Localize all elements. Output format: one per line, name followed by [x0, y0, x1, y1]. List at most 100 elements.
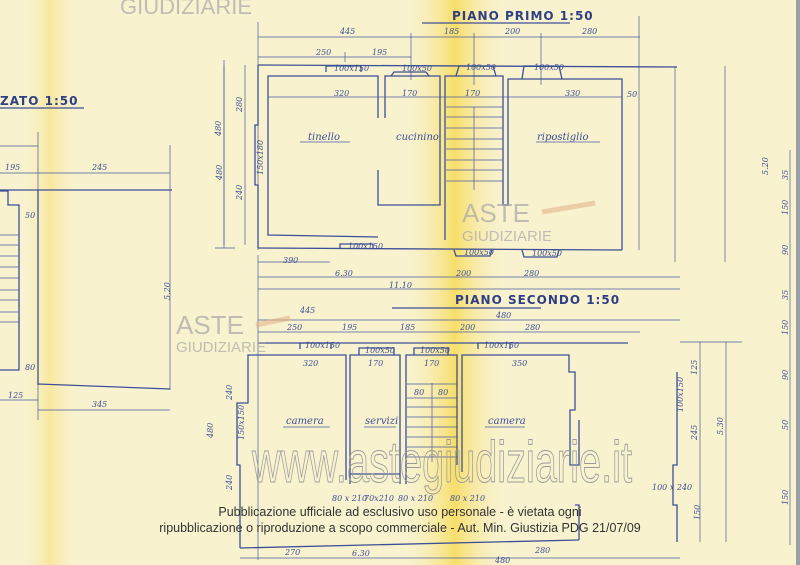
dim: 170: [368, 359, 383, 368]
aste-logo-watermark-1: ASTE GIUDIZIARIE: [462, 198, 596, 245]
dim: 195: [342, 323, 357, 332]
dim: 200: [504, 27, 520, 36]
dim: 240: [225, 475, 234, 491]
left-plan-title: ZATO 1:50: [0, 94, 78, 108]
dim: 35: [781, 290, 790, 300]
dim: 170: [402, 89, 417, 98]
window-label: 100x150: [484, 341, 519, 350]
dim: 345: [92, 400, 107, 409]
fold-band: [400, 0, 510, 565]
dim: 240: [225, 385, 234, 401]
dim: 280: [581, 27, 597, 36]
window-label: 100x150: [334, 64, 369, 73]
window-label: 100x50: [534, 63, 564, 72]
window-label: 100x50: [464, 248, 494, 257]
window-label: 150x180: [256, 140, 265, 175]
dim: 35: [781, 170, 790, 180]
left-partial-plan: ZATO 1:50 195 245 5.20 50 80 125 345 480: [0, 60, 235, 420]
dim: 245: [690, 425, 699, 441]
dim: 125: [8, 391, 23, 400]
dim: 320: [334, 89, 349, 98]
dim: 280: [235, 97, 244, 113]
dim: 80: [414, 388, 424, 397]
door-label: 80 x 210: [398, 494, 433, 503]
dim: 480: [215, 165, 224, 181]
dim: 6.30: [352, 549, 370, 558]
dim: 280: [523, 269, 539, 278]
sheet-edge: [796, 0, 800, 565]
second-floor-plan: PIANO SECONDO 1:50 445 480 250 195 185 2…: [206, 293, 742, 565]
dim: 150: [781, 200, 790, 215]
dim: 170: [465, 89, 480, 98]
dim: 445: [339, 27, 355, 36]
dim: 11.10: [389, 281, 412, 290]
dim: 80: [438, 388, 448, 397]
dim: 90: [781, 245, 790, 255]
svg-text:ASTE: ASTE: [176, 310, 244, 340]
window-label: 150x150: [237, 405, 246, 440]
window-label: 100x50: [402, 64, 432, 73]
dim: 5.20: [163, 282, 172, 300]
window-label: 100x150: [676, 377, 685, 412]
dim: 270: [284, 548, 300, 557]
dim: 250: [286, 323, 302, 332]
dim: 445: [299, 306, 315, 315]
dim: 170: [424, 359, 439, 368]
room-label-tinello: tinello: [308, 132, 340, 143]
dim: 5.30: [716, 417, 725, 435]
notice-line-2: ripubblicazione o riproduzione a scopo c…: [159, 521, 641, 535]
dim: 5.20: [761, 157, 770, 175]
dim: 50: [781, 420, 790, 430]
first-floor-plan: PIANO PRIMO 1:50 445 185 200 280 250 195…: [215, 9, 770, 560]
dim: 320: [303, 359, 318, 368]
dim: 150: [781, 320, 790, 335]
room-label-ripostiglio: ripostiglio: [537, 132, 589, 143]
window-label: 100x50: [466, 63, 496, 72]
dim: 195: [372, 48, 387, 57]
dim: 125: [690, 360, 699, 375]
dim: 350: [512, 359, 527, 368]
door-label: 70x210: [364, 494, 394, 503]
dim: 250: [315, 48, 331, 57]
dim: 480: [214, 121, 223, 137]
second-floor-title: PIANO SECONDO 1:50: [455, 293, 620, 307]
dim: 6.30: [335, 269, 353, 278]
door-label: 80 x 210: [332, 494, 367, 503]
dim: 150: [781, 490, 790, 505]
svg-text:GIUDIZIARIE: GIUDIZIARIE: [462, 228, 552, 245]
dim: 330: [565, 89, 580, 98]
window-label: 100x50: [365, 346, 395, 355]
svg-text:GIUDIZIARIE: GIUDIZIARIE: [176, 339, 266, 356]
window-label: 100x150: [305, 341, 340, 350]
dim: 480: [206, 423, 215, 439]
dim: 200: [459, 323, 475, 332]
dim: 185: [444, 27, 459, 36]
watermark-top: GIUDIZIARIE: [120, 0, 252, 19]
first-floor-title: PIANO PRIMO 1:50: [452, 9, 594, 23]
window-label: 100x150: [348, 242, 383, 251]
room-label-camera-2: camera: [488, 416, 526, 427]
dim: 200: [455, 269, 471, 278]
window-label: 100x50: [420, 346, 450, 355]
fold-band-left: [20, 0, 80, 565]
window-label: 100x50: [532, 249, 562, 258]
dim: 280: [524, 323, 540, 332]
dim: 185: [400, 323, 415, 332]
dim: 80: [25, 363, 35, 372]
dim: 280: [534, 546, 550, 555]
dim: 245: [91, 163, 107, 172]
dim: 390: [283, 256, 298, 265]
dim: 240: [235, 185, 244, 201]
room-label-camera: camera: [286, 416, 324, 427]
dim: 195: [5, 163, 20, 172]
room-label-servizi: servizi: [365, 416, 398, 427]
site-watermark: www.astegiudiziarie.it: [251, 430, 632, 495]
room-label-cucinino: cucinino: [396, 132, 439, 143]
dim: 150: [693, 505, 702, 520]
svg-text:ASTE: ASTE: [462, 198, 530, 228]
dim: 480: [494, 556, 510, 565]
dim: 50: [25, 211, 35, 220]
dim: 50: [627, 90, 637, 99]
dim: 90: [781, 370, 790, 380]
